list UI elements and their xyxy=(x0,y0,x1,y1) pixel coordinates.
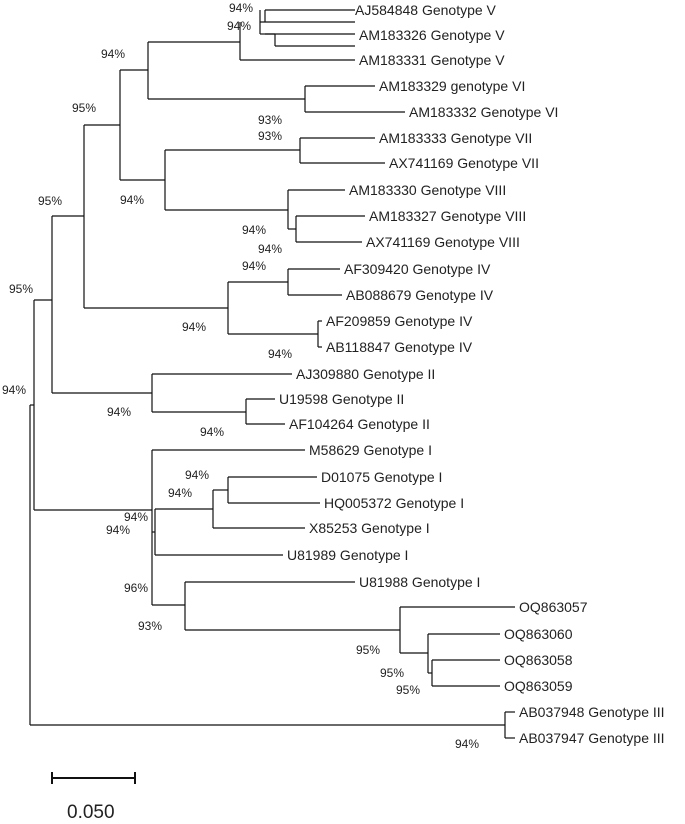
taxon-label: U81989 Genotype I xyxy=(287,547,408,563)
taxon-label: AJ584848 Genotype V xyxy=(355,2,497,18)
taxon-label: AF104264 Genotype II xyxy=(289,416,430,432)
support-values: 94% 94% 94% 95% 93% 93% 94% 94% 94% 95% … xyxy=(2,1,479,751)
taxon-label: AJ309880 Genotype II xyxy=(296,366,435,382)
taxon-label: OQ863059 xyxy=(504,678,573,694)
support-value: 94% xyxy=(2,383,26,397)
taxon-label: AM183333 Genotype VII xyxy=(379,130,532,146)
support-value: 94% xyxy=(268,347,292,361)
scale-bar-label: 0.050 xyxy=(67,802,115,823)
support-value: 93% xyxy=(258,129,282,143)
support-value: 96% xyxy=(124,581,148,595)
taxon-label: AM183329 genotype VI xyxy=(379,78,525,94)
taxon-label: X85253 Genotype I xyxy=(309,520,430,536)
taxon-label: AX741169 Genotype VIII xyxy=(366,234,520,250)
taxon-label: AM183326 Genotype V xyxy=(359,27,505,43)
support-value: 94% xyxy=(229,1,253,15)
support-value: 94% xyxy=(168,486,192,500)
support-value: 94% xyxy=(200,425,224,439)
taxon-label: D01075 Genotype I xyxy=(321,469,442,485)
taxon-label: AB037947 Genotype III xyxy=(519,730,665,746)
taxon-label: U81988 Genotype I xyxy=(359,574,480,590)
support-value: 94% xyxy=(106,523,130,537)
support-value: 94% xyxy=(120,193,144,207)
support-value: 94% xyxy=(242,259,266,273)
support-value: 95% xyxy=(380,666,404,680)
support-value: 94% xyxy=(242,223,266,237)
taxon-label: AB118847 Genotype IV xyxy=(326,339,473,355)
support-value: 95% xyxy=(72,101,96,115)
support-value: 95% xyxy=(396,683,420,697)
taxon-label: HQ005372 Genotype I xyxy=(324,495,464,511)
scale-bar: 0.050 xyxy=(51,772,136,823)
support-value: 94% xyxy=(258,242,282,256)
taxon-label: AM183327 Genotype VIII xyxy=(369,208,526,224)
support-value: 93% xyxy=(258,113,282,127)
support-value: 94% xyxy=(227,19,251,33)
taxon-label: AM183330 Genotype VIII xyxy=(349,182,506,198)
taxon-label: OQ863060 xyxy=(504,626,573,642)
taxon-label: AM183332 Genotype VI xyxy=(409,104,558,120)
support-value: 93% xyxy=(138,619,162,633)
taxon-label: AB088679 Genotype IV xyxy=(346,287,494,303)
support-value: 95% xyxy=(9,282,33,296)
taxon-label: U19598 Genotype II xyxy=(279,391,404,407)
taxon-label: OQ863057 xyxy=(519,599,588,615)
support-value: 95% xyxy=(38,194,62,208)
taxon-label: OQ863058 xyxy=(504,652,573,668)
taxon-label: M58629 Genotype I xyxy=(309,442,432,458)
taxon-label: AF209859 Genotype IV xyxy=(326,313,473,329)
taxon-labels: AJ584848 Genotype V AM183326 Genotype V … xyxy=(279,2,665,746)
support-value: 94% xyxy=(185,468,209,482)
taxon-label: AM183331 Genotype V xyxy=(359,52,505,68)
support-value: 94% xyxy=(455,737,479,751)
taxon-label: AF309420 Genotype IV xyxy=(344,261,491,277)
support-value: 95% xyxy=(356,643,380,657)
support-value: 94% xyxy=(101,47,125,61)
taxon-label: AB037948 Genotype III xyxy=(519,704,665,720)
tree-branches xyxy=(29,9,515,739)
support-value: 94% xyxy=(124,510,148,524)
support-value: 94% xyxy=(107,405,131,419)
taxon-label: AX741169 Genotype VII xyxy=(389,155,539,171)
support-value: 94% xyxy=(182,320,206,334)
